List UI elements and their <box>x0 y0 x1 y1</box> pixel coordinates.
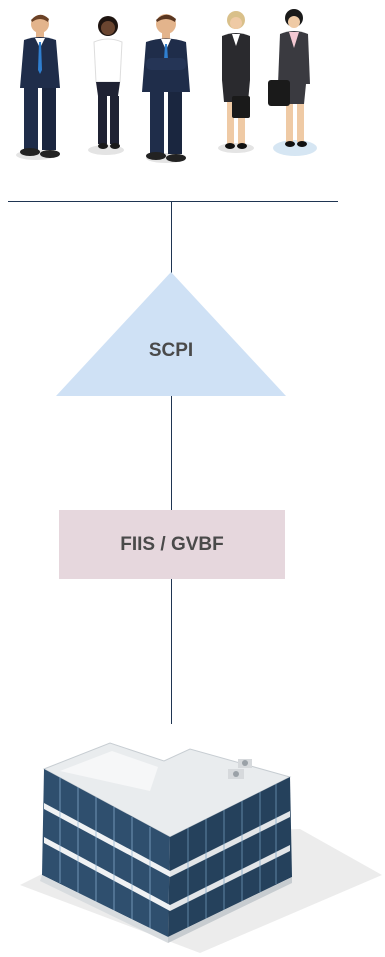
office-building-icon <box>20 742 382 953</box>
business-people-icon <box>16 9 317 163</box>
person-3-figure <box>142 14 190 162</box>
horizontal-divider-line <box>8 201 338 202</box>
scpi-triangle-node <box>56 272 286 396</box>
fiis-gvbf-label: FIIS / GVBF <box>120 533 224 555</box>
person-4-figure <box>222 11 250 149</box>
scpi-label: SCPI <box>148 340 194 361</box>
connector-line-top <box>171 202 172 274</box>
person-5-figure <box>268 9 310 147</box>
connector-line-middle <box>171 394 172 510</box>
fiis-gvbf-box-node: FIIS / GVBF <box>59 510 285 579</box>
person-1-figure <box>20 14 60 158</box>
person-2-figure <box>93 16 123 149</box>
connector-line-bottom <box>171 579 172 724</box>
